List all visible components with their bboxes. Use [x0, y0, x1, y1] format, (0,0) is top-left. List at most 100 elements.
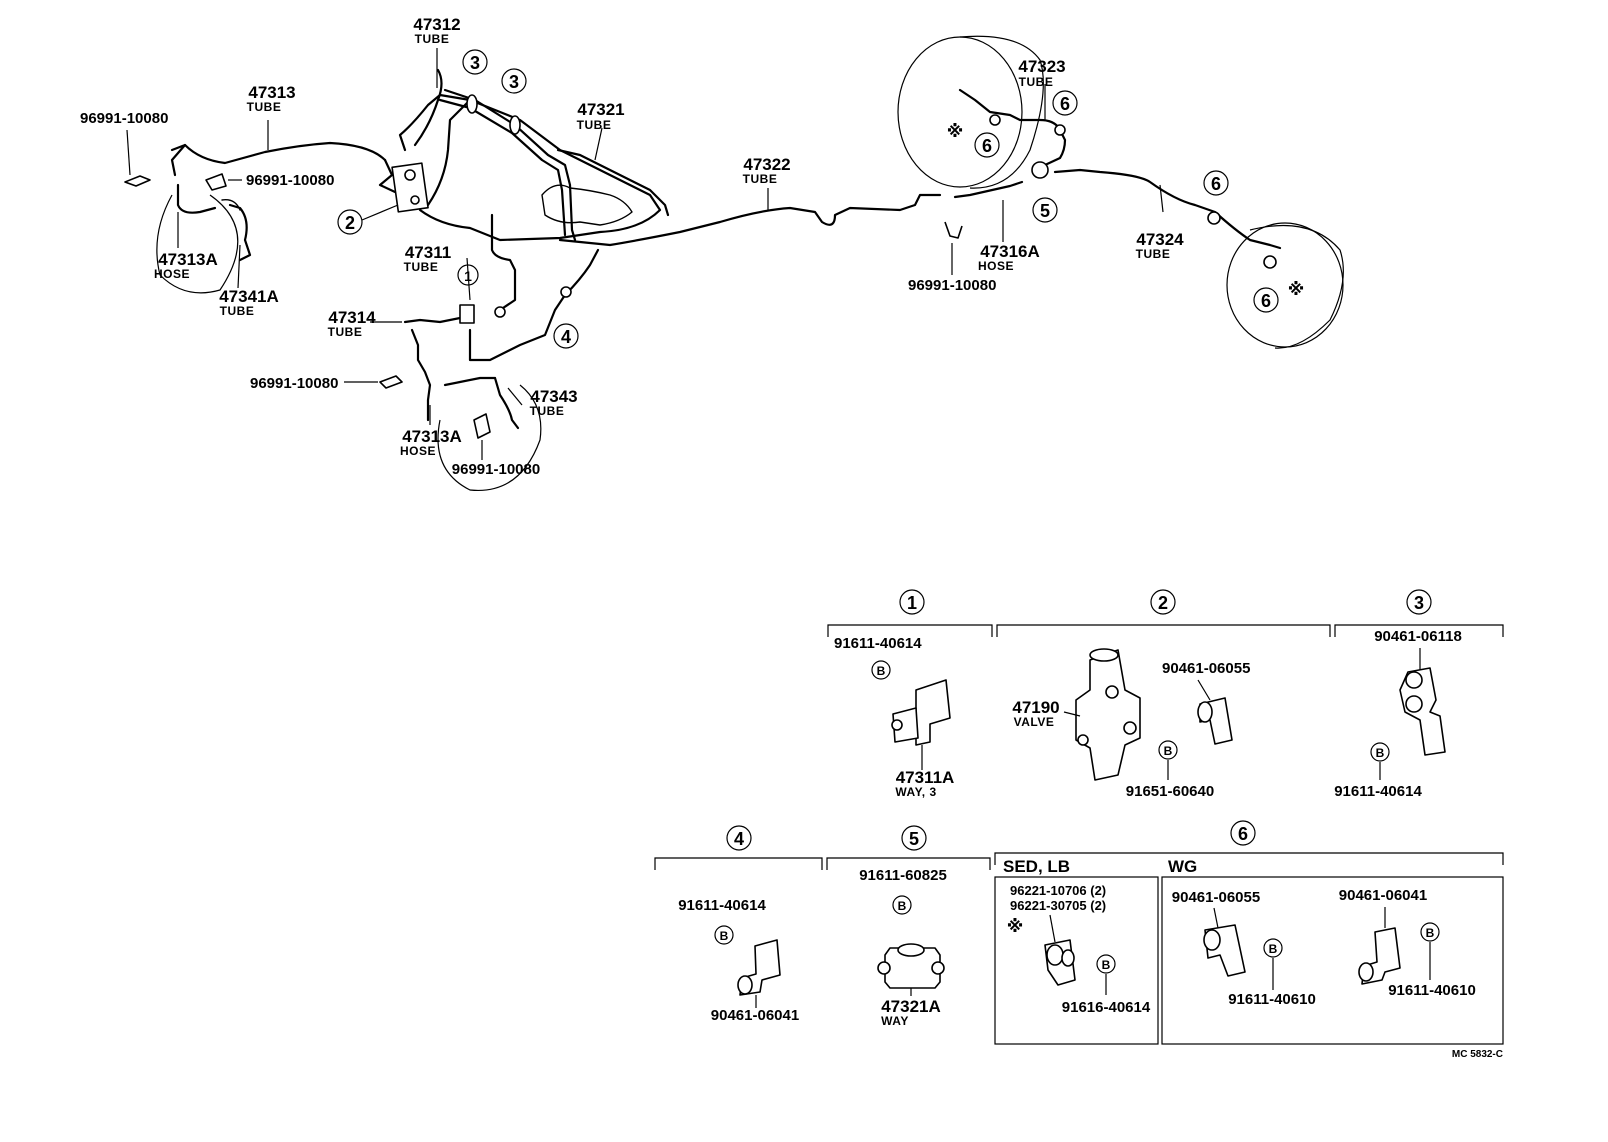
- svg-text:HOSE: HOSE: [154, 267, 190, 281]
- bolt-part-number: 91611-40610: [1228, 991, 1316, 1008]
- tube-47321-number: 47321: [577, 100, 624, 119]
- svg-text:B: B: [898, 899, 907, 913]
- bolt-b-icon: B: [714, 925, 734, 945]
- svg-text:2: 2: [1158, 593, 1168, 613]
- detail-callout-6: 6: [1230, 820, 1256, 846]
- detail-4: 91611-40614 B 90461-06041: [678, 897, 799, 1024]
- clip-part-number: 96991-10080: [908, 277, 996, 294]
- variant-label-sed-lb: SED, LB: [1003, 857, 1070, 876]
- svg-text:3: 3: [470, 53, 480, 73]
- callout-3b: 3: [501, 68, 527, 94]
- detail-brackets: [654, 624, 1504, 1045]
- 4-way-part-number: 47321A: [881, 997, 941, 1016]
- bolt-b-icon: B: [1158, 740, 1178, 760]
- svg-text:B: B: [1164, 744, 1173, 758]
- leader-lines: [126, 48, 1164, 460]
- callout-6a: 6: [1052, 90, 1078, 116]
- clip-part-number: 96991-10080: [250, 375, 338, 392]
- svg-text:TUBE: TUBE: [743, 172, 778, 186]
- bolt-part-number: 91611-40614: [834, 635, 922, 652]
- clamp-part-number: 90461-06055: [1162, 660, 1250, 677]
- svg-text:6: 6: [982, 136, 992, 156]
- detail-6: SED, LB WG 96221-10706 (2) 96221-30705 (…: [1003, 857, 1476, 1016]
- clamp-part-number: 90461-06041: [1339, 887, 1427, 904]
- asterisk-mark: ※: [1007, 917, 1024, 936]
- bolt-part-number: 91616-40614: [1062, 999, 1151, 1016]
- reference-code: MC 5832-C: [1452, 1049, 1503, 1060]
- clamp-part-number: 90461-06041: [711, 1007, 799, 1024]
- bolt-part-number: 91651-60640: [1126, 783, 1214, 800]
- svg-text:3: 3: [1414, 593, 1424, 613]
- tube-47314-number: 47314: [328, 308, 376, 327]
- clip-icons: [124, 173, 963, 439]
- svg-text:TUBE: TUBE: [415, 32, 450, 46]
- bolt-part-number: 91611-40610: [1388, 982, 1476, 999]
- tube-47324-number: 47324: [1136, 230, 1184, 249]
- svg-text:4: 4: [734, 829, 744, 849]
- detail-callout-3: 3: [1406, 589, 1432, 615]
- svg-text:TUBE: TUBE: [1019, 75, 1054, 89]
- callout-1: 1: [457, 264, 479, 286]
- tube-47341a-number: 47341A: [219, 287, 279, 306]
- svg-text:VALVE: VALVE: [1014, 715, 1055, 729]
- svg-text:B: B: [1102, 958, 1111, 972]
- callout-2: 2: [337, 209, 363, 235]
- tube-47323-number: 47323: [1018, 57, 1065, 76]
- svg-text:HOSE: HOSE: [400, 444, 436, 458]
- svg-text:6: 6: [1211, 174, 1221, 194]
- clamp-part-number: 90461-06055: [1172, 889, 1260, 906]
- svg-text:TUBE: TUBE: [1136, 247, 1171, 261]
- svg-text:B: B: [720, 929, 729, 943]
- tube-47322-number: 47322: [743, 155, 790, 174]
- callout-6d: 6: [1253, 287, 1279, 313]
- rear-drum-left: [897, 35, 1044, 189]
- bolt-part-number: 91611-40614: [1334, 783, 1422, 800]
- valve-part-number: 47190: [1012, 698, 1059, 717]
- svg-text:4: 4: [561, 327, 571, 347]
- callout-4: 4: [553, 323, 579, 349]
- svg-text:1: 1: [464, 268, 472, 284]
- svg-text:TUBE: TUBE: [328, 325, 363, 339]
- hose-47316a-number: 47316A: [980, 242, 1040, 261]
- detail-5: 91611-60825 B 47321A WAY: [859, 867, 947, 1028]
- svg-text:B: B: [1376, 746, 1385, 760]
- svg-text:1: 1: [907, 593, 917, 613]
- bolt-b-icon: B: [1420, 922, 1440, 942]
- rear-drum-right: [1226, 222, 1344, 349]
- svg-text:TUBE: TUBE: [220, 304, 255, 318]
- bolt-b-icon: B: [871, 660, 891, 680]
- hose-47313a-number: 47313A: [402, 427, 462, 446]
- callout-6b: 6: [974, 132, 1000, 158]
- svg-text:5: 5: [909, 829, 919, 849]
- detail-loops: [156, 194, 542, 492]
- svg-text:TUBE: TUBE: [404, 260, 439, 274]
- clamp-part-number: 90461-06118: [1374, 628, 1462, 645]
- callout-3a: 3: [462, 49, 488, 75]
- bolt-part-number: 91611-40614: [678, 897, 766, 914]
- bolt-part-number: 91611-60825: [859, 867, 947, 884]
- tube-47343-number: 47343: [530, 387, 577, 406]
- main-callouts: 3 3 2 1 4 5 6 6 6 6 ※ ※: [337, 49, 1305, 349]
- 3-way-part-number: 47311A: [896, 768, 955, 787]
- detail-callout-1: 1: [899, 589, 925, 615]
- svg-text:TUBE: TUBE: [577, 118, 612, 132]
- bolt-b-icon: B: [1370, 742, 1390, 762]
- detail-2: 47190 VALVE 90461-06055 B 91651-60640: [1012, 648, 1250, 800]
- svg-text:TUBE: TUBE: [530, 404, 565, 418]
- brake-tubes: [170, 68, 1282, 430]
- svg-text:6: 6: [1261, 291, 1271, 311]
- bolt-b-icon: B: [1096, 954, 1116, 974]
- svg-text:WAY, 3: WAY, 3: [895, 785, 936, 799]
- tube-47312-number: 47312: [413, 15, 460, 34]
- detail-1: 91611-40614 B 47311A WAY, 3: [834, 635, 954, 799]
- clamp-part-number: 96221-30705 (2): [1010, 898, 1106, 913]
- detail-callout-5: 5: [901, 825, 927, 851]
- asterisk-mark: ※: [1288, 280, 1305, 299]
- detail-3: 90461-06118 B 91611-40614: [1334, 628, 1462, 800]
- svg-text:2: 2: [345, 213, 355, 233]
- clip-part-number: 96991-10080: [80, 110, 168, 127]
- svg-text:6: 6: [1238, 824, 1248, 844]
- clip-part-number: 96991-10080: [246, 172, 334, 189]
- clip-part-number: 96991-10080: [452, 461, 540, 478]
